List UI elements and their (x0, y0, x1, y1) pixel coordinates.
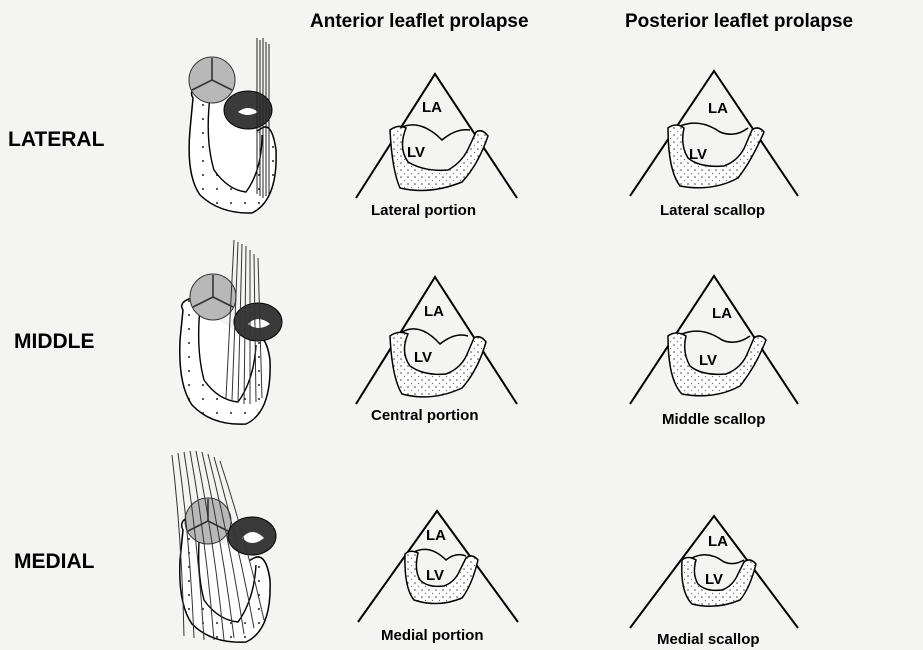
header-anterior: Anterior leaflet prolapse (310, 11, 529, 32)
echo-view-posterior-lateral: LA LV (630, 71, 798, 196)
lv-label-anterior-medial: LV (426, 567, 444, 584)
caption-anterior-middle: Central portion (371, 407, 479, 424)
echo-view-posterior-middle: LA LV (630, 276, 798, 404)
echo-view-posterior-medial: LA LV (630, 516, 798, 628)
echo-view-anterior-medial: LA LV (358, 511, 518, 622)
la-label-posterior-lateral: LA (708, 100, 728, 117)
la-label-anterior-medial: LA (426, 527, 446, 544)
caption-posterior-medial: Medial scallop (657, 631, 760, 648)
lv-label-posterior-lateral: LV (689, 146, 707, 163)
la-label-anterior-middle: LA (424, 303, 444, 320)
lv-label-anterior-middle: LV (414, 349, 432, 366)
heart-diagram-medial (172, 451, 276, 642)
heart-diagram-lateral (189, 38, 276, 213)
caption-posterior-lateral: Lateral scallop (660, 202, 765, 219)
lv-label-posterior-medial: LV (705, 571, 723, 588)
header-posterior: Posterior leaflet prolapse (625, 11, 853, 32)
echo-view-anterior-middle: LA LV (356, 277, 517, 404)
row-label-medial: MEDIAL (14, 550, 95, 573)
lv-label-posterior-middle: LV (699, 352, 717, 369)
lv-label-anterior-lateral: LV (407, 144, 425, 161)
echo-view-anterior-lateral: LA LV (356, 74, 517, 198)
la-label-anterior-lateral: LA (422, 99, 442, 116)
caption-anterior-lateral: Lateral portion (371, 202, 476, 219)
caption-posterior-middle: Middle scallop (662, 411, 765, 428)
row-label-lateral: LATERAL (8, 128, 105, 151)
la-label-posterior-middle: LA (712, 305, 732, 322)
la-label-posterior-medial: LA (708, 533, 728, 550)
heart-diagram-middle (180, 240, 282, 424)
row-label-middle: MIDDLE (14, 330, 95, 353)
caption-anterior-medial: Medial portion (381, 627, 484, 644)
